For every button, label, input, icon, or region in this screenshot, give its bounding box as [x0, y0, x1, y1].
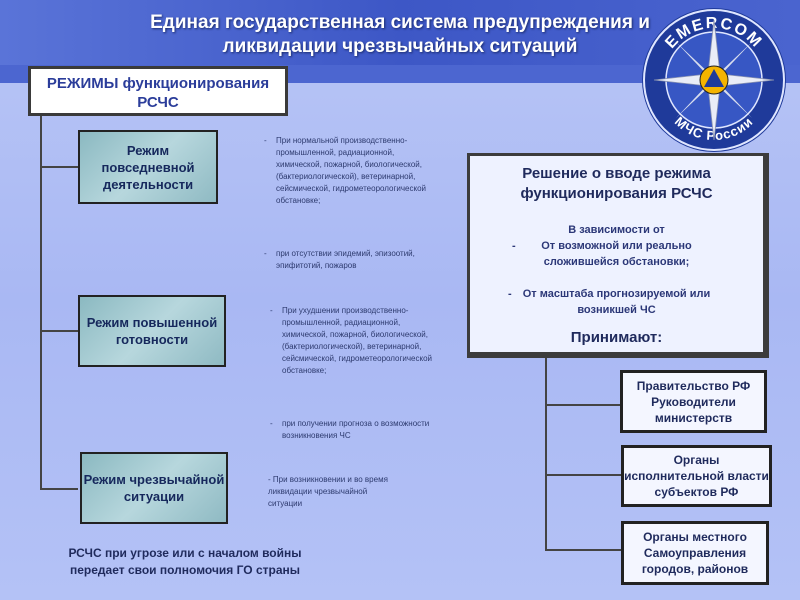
mode-alert-label: Режим повышенной готовности: [86, 315, 218, 347]
note-emergency: - При возникновении и во время ликвидаци…: [268, 474, 393, 510]
decision-box: Решение о вводе режима функционирования …: [467, 153, 769, 358]
note-daily-2: -при отсутствии эпидемий, эпизоотий, эпи…: [264, 249, 415, 270]
authority-regional: Органы исполнительной власти субъектов Р…: [621, 445, 772, 507]
note-alert-2: -при получении прогноза о возможности во…: [270, 419, 430, 440]
modes-connector-vertical: [40, 116, 42, 490]
page-title: Единая государственная система предупреж…: [150, 12, 650, 57]
decision-item-2-text: От масштаба прогнозируемой или возникшей…: [522, 288, 711, 316]
authority-connector-vertical: [545, 358, 547, 551]
note-emergency-text: - При возникновении и во время ликвидаци…: [268, 475, 388, 508]
authority-local: Органы местного Самоуправления городов, …: [621, 521, 769, 585]
decision-depends: В зависимости от: [568, 224, 665, 236]
mode-alert: Режим повышенной готовности: [78, 295, 226, 367]
decision-item-1: - От возможной или реально сложившейся о…: [512, 240, 692, 268]
authority-government: Правительство РФ Руководители министерст…: [620, 370, 767, 433]
decision-title: Решение о вводе режима функционирования …: [520, 165, 713, 202]
emercom-logo: EMERCOM МЧС России: [642, 8, 786, 152]
decision-item-2: - От масштаба прогнозируемой или возникш…: [508, 288, 711, 316]
modes-connector-2: [40, 330, 78, 332]
mode-emergency-label: Режим чрезвычайной ситуации: [83, 472, 225, 504]
footer-note: РСЧС при угрозе или с началом войны пере…: [68, 546, 302, 577]
decision-item-1-text: От возможной или реально сложившейся обс…: [541, 240, 692, 268]
note-daily-2-text: при отсутствии эпидемий, эпизоотий, эпиф…: [276, 249, 415, 270]
note-alert-1: -При ухудшении производственно-промышлен…: [270, 306, 433, 375]
note-alert-2-text: при получении прогноза о возможности воз…: [282, 419, 430, 440]
authority-government-label: Правительство РФ Руководители министерст…: [636, 378, 751, 425]
authority-local-label: Органы местного Самоуправления городов, …: [641, 530, 749, 576]
note-daily-1-text: При нормальной производственно-промышлен…: [276, 136, 427, 205]
modes-connector-3: [40, 488, 78, 490]
authority-regional-label: Органы исполнительной власти субъектов Р…: [624, 453, 769, 499]
note-alert-1-text: При ухудшении производственно-промышленн…: [282, 306, 433, 375]
decision-accepts: Принимают:: [570, 329, 663, 346]
modes-heading: РЕЖИМЫ функционирования РСЧС: [28, 66, 288, 116]
authority-connector-1: [545, 404, 620, 406]
mode-emergency: Режим чрезвычайной ситуации: [80, 452, 228, 524]
modes-connector-1: [40, 166, 78, 168]
authority-connector-2: [545, 474, 621, 476]
mode-daily-label: Режим повседневной деятельности: [101, 142, 195, 192]
mode-daily: Режим повседневной деятельности: [78, 130, 218, 204]
note-daily-1: -При нормальной производственно-промышле…: [264, 136, 427, 205]
authority-connector-3: [545, 549, 621, 551]
compass-star-icon: [653, 19, 775, 141]
